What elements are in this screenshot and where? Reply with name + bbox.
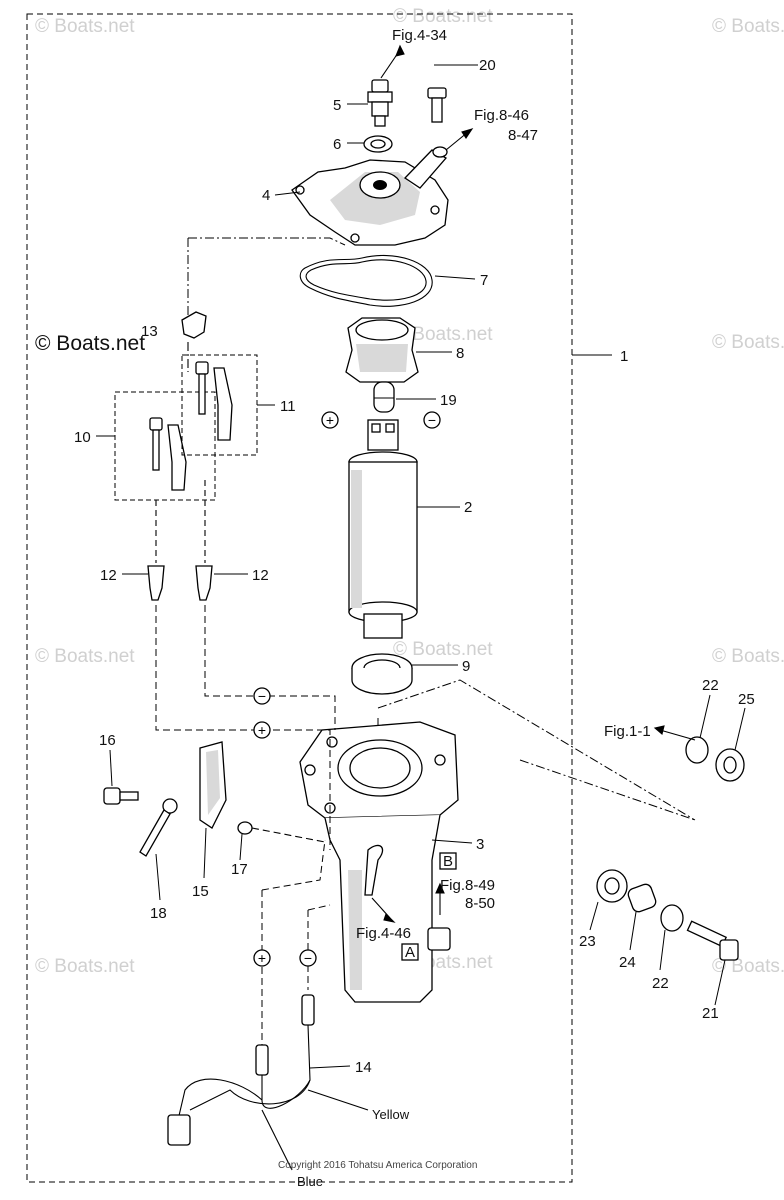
minus-symbol: − bbox=[428, 412, 436, 428]
reference-box-b bbox=[439, 852, 457, 870]
watermark: © Boats.net bbox=[712, 646, 784, 667]
pump-housing bbox=[299, 721, 459, 1003]
part-number: 12 bbox=[252, 567, 269, 584]
reference-box-a bbox=[401, 943, 419, 961]
minus-symbol: − bbox=[258, 688, 266, 704]
part-leaders bbox=[96, 64, 746, 1069]
part-number: 1 bbox=[620, 348, 628, 365]
part-number: 24 bbox=[619, 954, 636, 971]
watermark: © Boats.net bbox=[712, 332, 784, 353]
electric-fuel-pump bbox=[348, 419, 418, 639]
mount-bolt bbox=[686, 920, 739, 961]
figure-reference: Fig.4-34 bbox=[392, 27, 447, 44]
terminal-set bbox=[114, 391, 216, 501]
plus-symbol: + bbox=[258, 950, 266, 966]
washer bbox=[237, 821, 253, 835]
figure-references: Fig.4-34 Fig.8-46 8-47 Fig.1-1 Fig.8-49 … bbox=[356, 27, 651, 942]
grommet bbox=[715, 748, 745, 782]
bolt bbox=[427, 87, 447, 123]
watermark: © Boats.net bbox=[393, 6, 493, 27]
figure-reference: Fig.1-1 bbox=[604, 723, 651, 740]
reference-arrows bbox=[371, 44, 696, 923]
watermark: © Boats.net bbox=[35, 956, 135, 977]
ground-bolt bbox=[103, 787, 139, 805]
minus-symbol: − bbox=[304, 950, 312, 966]
watermark: © Boats.net bbox=[35, 646, 135, 667]
plus-symbol: + bbox=[326, 412, 334, 428]
pump-cover bbox=[291, 146, 449, 246]
terminal-boot bbox=[195, 480, 213, 601]
terminal-set bbox=[181, 354, 258, 456]
figure-reference: Fig.8-46 bbox=[474, 107, 529, 124]
part-number: 19 bbox=[440, 392, 457, 409]
pump-cap bbox=[373, 381, 395, 413]
terminal-cover bbox=[181, 311, 207, 339]
part-number: 16 bbox=[99, 732, 116, 749]
part-number: 11 bbox=[280, 398, 296, 415]
part-number: 17 bbox=[231, 861, 248, 878]
copyright-notice: Copyright 2016 Tohatsu America Corporati… bbox=[278, 1160, 477, 1171]
part-number: 14 bbox=[355, 1059, 372, 1076]
part-number: 10 bbox=[74, 429, 91, 446]
watermark: © Boats.net bbox=[712, 956, 784, 977]
cover-gasket bbox=[299, 254, 433, 307]
watermark: © Boats.net bbox=[35, 16, 135, 37]
part-number: 22 bbox=[652, 975, 669, 992]
mounting-bracket bbox=[199, 741, 227, 829]
ground-strap bbox=[139, 798, 178, 857]
washer bbox=[660, 904, 684, 932]
wire-color-label: Yellow bbox=[372, 1107, 410, 1122]
part-number: 25 bbox=[738, 691, 755, 708]
part-number: 18 bbox=[150, 905, 167, 922]
part-number: 4 bbox=[262, 187, 270, 204]
part-number: 8 bbox=[456, 345, 464, 362]
part-number: 22 bbox=[702, 677, 719, 694]
part-number: 2 bbox=[464, 499, 472, 516]
part-number: 7 bbox=[480, 272, 488, 289]
watermarks: © Boats.net © Boats.net © Boats.net © Bo… bbox=[35, 6, 784, 977]
part-number: 15 bbox=[192, 883, 209, 900]
retaining-ring-nut bbox=[345, 317, 419, 383]
part-number: 12 bbox=[100, 567, 117, 584]
part-number-labels: 1 2 3 4 5 6 7 8 9 10 11 12 12 13 14 15 1… bbox=[74, 57, 755, 1076]
assembly-boundary bbox=[26, 13, 573, 1183]
part-number: 5 bbox=[333, 97, 341, 114]
wire-color-label: Blue bbox=[297, 1174, 323, 1189]
part-number: 9 bbox=[462, 658, 470, 675]
part-number: 6 bbox=[333, 136, 341, 153]
fuel-fitting bbox=[367, 79, 393, 127]
watermark-dark: © Boats.net bbox=[35, 332, 145, 355]
terminal-boot bbox=[147, 500, 165, 601]
reference-box-a-label: A bbox=[405, 944, 415, 961]
watermark: © Boats.net bbox=[712, 16, 784, 37]
part-number: 23 bbox=[579, 933, 596, 950]
plus-symbol: + bbox=[258, 722, 266, 738]
part-number: 20 bbox=[479, 57, 496, 74]
grommet bbox=[596, 869, 628, 903]
part-number: 21 bbox=[702, 1005, 719, 1022]
wiring-harness bbox=[167, 994, 369, 1171]
part-number: 3 bbox=[476, 836, 484, 853]
figure-reference: 8-47 bbox=[508, 127, 538, 144]
part-number: 13 bbox=[141, 323, 158, 340]
reference-box-b-label: B bbox=[443, 853, 453, 870]
watermark: © Boats.net bbox=[393, 324, 493, 345]
figure-reference: Fig.4-46 bbox=[356, 925, 411, 942]
collar bbox=[627, 883, 657, 913]
figure-reference: 8-50 bbox=[465, 895, 495, 912]
figure-reference: Fig.8-49 bbox=[440, 877, 495, 894]
watermark: © Boats.net bbox=[393, 639, 493, 660]
washer bbox=[685, 736, 709, 764]
polarity-markers: + − − + + − bbox=[253, 411, 441, 967]
